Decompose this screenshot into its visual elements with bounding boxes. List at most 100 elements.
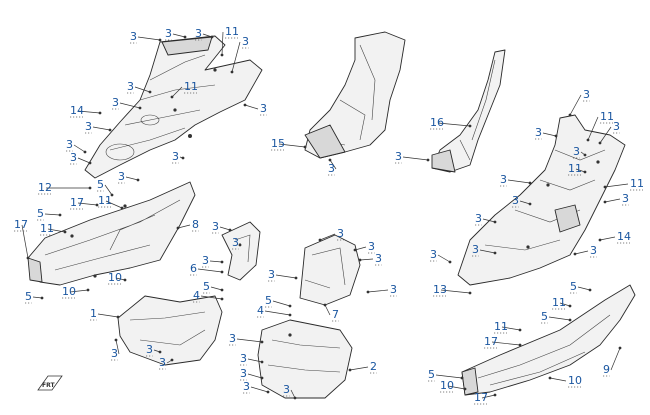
callout-c79: 17 (474, 391, 497, 405)
leader-end-dot (95, 203, 99, 207)
callout-number: 3 (85, 120, 92, 133)
leader-end-dot (603, 200, 607, 204)
leader-line (125, 176, 139, 181)
leader-end-dot (348, 368, 352, 372)
leader-line (402, 156, 429, 161)
callout-c34: 6 (190, 262, 224, 276)
leader-end-dot (468, 291, 472, 295)
callout-number: 11 (225, 25, 239, 38)
callout-c67: 3 (573, 244, 597, 258)
callout-c80: 10 (548, 374, 582, 388)
leader-line (172, 33, 186, 38)
leader-end-dot (138, 106, 142, 110)
leader-line (324, 304, 331, 316)
callout-c23: 8 (176, 218, 199, 232)
callout-c73: 5 (541, 310, 572, 324)
leader-line (610, 347, 621, 371)
callout-c69: 13 (433, 283, 472, 297)
leader-line (92, 126, 111, 131)
callout-number: 5 (265, 294, 272, 307)
leader-line (559, 302, 571, 307)
callout-c78: 10 (440, 379, 467, 393)
leader-end-dot (548, 376, 552, 380)
leader-end-dot (588, 288, 592, 292)
leader-end-dot (568, 304, 572, 308)
leader-end-dot (260, 340, 264, 344)
callout-c15: 12 (38, 181, 92, 195)
leader-line (435, 374, 463, 379)
callout-number: 3 (500, 173, 507, 186)
callout-c65: 3 (475, 212, 497, 226)
callout-number: 5 (541, 310, 548, 323)
callout-c49: 3 (229, 332, 264, 346)
callout-number: 10 (568, 374, 582, 387)
leader-end-dot (210, 35, 214, 39)
callout-c38: 3 (111, 338, 120, 361)
callout-number: 3 (613, 120, 620, 133)
leader-end-dot (603, 185, 607, 189)
leader-end-dot (303, 145, 307, 149)
leader-line (32, 296, 43, 299)
callout-number: 3 (535, 126, 542, 139)
leader-end-dot (230, 70, 234, 74)
leader-line (272, 300, 291, 307)
callout-number: 3 (118, 170, 125, 183)
leader-line (290, 389, 296, 399)
leader-end-dot (183, 35, 187, 39)
callout-number: 3 (195, 27, 202, 40)
callout-number: 11 (568, 162, 582, 175)
callout-c21: 11 (40, 222, 67, 236)
callout-number: 13 (433, 283, 447, 296)
callout-number: 17 (484, 335, 498, 348)
leader-line (440, 289, 471, 294)
part-right-frame (457, 114, 626, 286)
callout-number: 10 (440, 379, 454, 392)
leader-line (219, 226, 231, 231)
leader-line (21, 224, 29, 259)
leader-end-dot (120, 206, 124, 210)
part-small-bracket (221, 221, 261, 281)
part-center-tall-panel (304, 31, 406, 159)
leader-line (599, 236, 616, 241)
leader-end-dot (583, 170, 587, 174)
leader-line (244, 104, 259, 110)
callout-c27: 15 (271, 137, 307, 151)
part-center-bracket (299, 234, 361, 306)
leader-end-dot (568, 113, 572, 117)
leader-end-dot (170, 95, 174, 99)
callout-c16: 5 (97, 178, 114, 197)
callout-c72: 11 (552, 296, 572, 310)
leader-end-dot (110, 193, 114, 197)
part-right-skid-panel (461, 284, 636, 396)
callout-c47: 4 (257, 304, 292, 318)
callout-number: 3 (232, 236, 239, 249)
leader-line (548, 316, 571, 321)
leader-end-dot (116, 315, 120, 319)
callout-number: 12 (38, 181, 52, 194)
leader-line (250, 386, 269, 393)
leader-line (104, 184, 113, 196)
leader-line (437, 254, 451, 263)
leader-line (221, 31, 224, 56)
callout-c41: 3 (318, 227, 344, 242)
callout-number: 5 (203, 280, 210, 293)
leader-end-dot (573, 252, 577, 256)
leader-line (73, 144, 86, 153)
callout-number: 3 (70, 151, 77, 164)
leader-line (200, 295, 223, 300)
callout-number: 11 (184, 80, 198, 93)
leader-end-dot (170, 358, 174, 362)
callout-c35: 5 (203, 280, 224, 294)
leader-end-dot (288, 313, 292, 317)
leader-end-dot (98, 111, 102, 115)
leader-end-dot (220, 53, 224, 57)
callout-c04: 11 (220, 25, 239, 57)
callout-c17: 3 (118, 170, 140, 184)
callout-c44: 3 (268, 268, 298, 282)
leader-line (479, 249, 496, 254)
callout-number: 4 (193, 289, 200, 302)
leader-line (171, 86, 183, 98)
leader-line (275, 274, 297, 279)
logo-text: FRT (42, 382, 55, 389)
callout-c42: 3 (353, 240, 375, 254)
